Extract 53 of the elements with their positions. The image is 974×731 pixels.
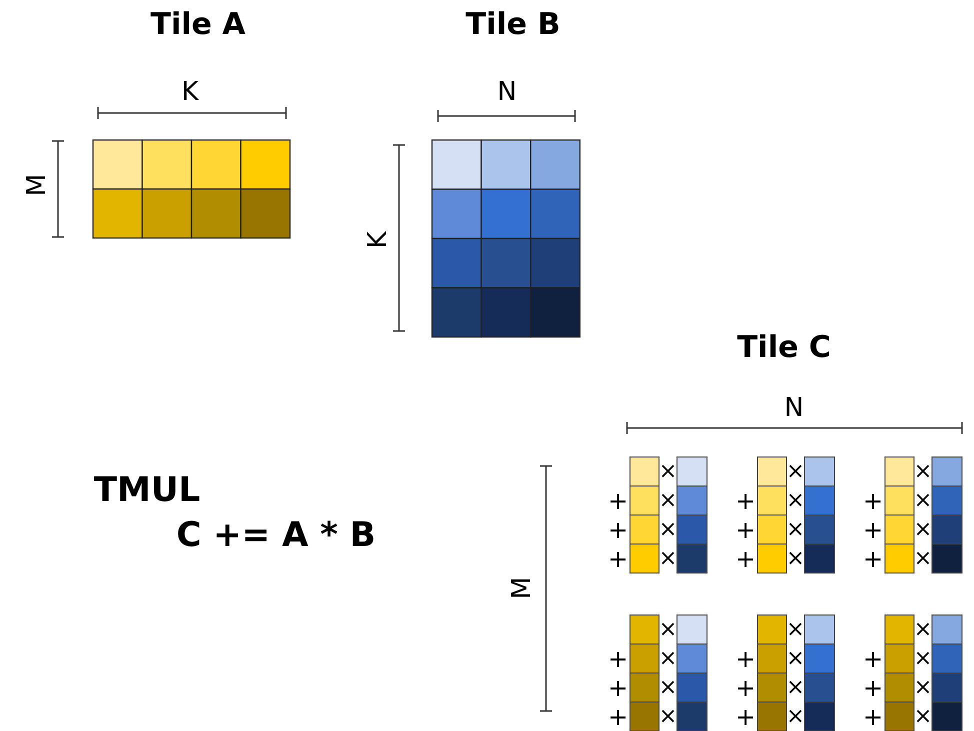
plus-sign: + bbox=[862, 676, 884, 700]
plus-sign: + bbox=[608, 488, 628, 512]
plus-sign: + bbox=[862, 518, 884, 542]
dimension-label: M bbox=[509, 576, 535, 600]
dimension-label: K bbox=[365, 231, 391, 249]
plus-sign: + bbox=[735, 704, 756, 728]
multiply-sign: × bbox=[786, 548, 805, 570]
multiply-sign: × bbox=[658, 676, 678, 698]
plus-sign: + bbox=[608, 676, 628, 700]
multiply-sign: × bbox=[914, 618, 932, 640]
plus-sign: + bbox=[862, 546, 884, 570]
plus-sign: + bbox=[735, 646, 756, 670]
multiply-sign: × bbox=[786, 618, 805, 640]
multiply-sign: × bbox=[914, 648, 932, 670]
multiply-sign: × bbox=[914, 518, 932, 540]
multiply-sign: × bbox=[786, 648, 805, 670]
dimension-label: M bbox=[24, 174, 50, 196]
multiply-sign: × bbox=[658, 706, 678, 728]
dimension-label: K bbox=[181, 79, 199, 105]
plus-sign: + bbox=[862, 704, 884, 728]
multiply-sign: × bbox=[914, 706, 932, 728]
plus-sign: + bbox=[862, 488, 884, 512]
multiply-sign: × bbox=[914, 460, 932, 482]
plus-sign: + bbox=[735, 546, 756, 570]
multiply-sign: × bbox=[914, 676, 932, 698]
plus-sign: + bbox=[862, 646, 884, 670]
multiply-sign: × bbox=[786, 460, 805, 482]
multiply-sign: × bbox=[658, 548, 678, 570]
tile-title: Tile A bbox=[150, 10, 246, 40]
dimension-label: N bbox=[784, 395, 804, 421]
tile-title: Tile B bbox=[466, 10, 560, 40]
plus-sign: + bbox=[608, 704, 628, 728]
multiply-sign: × bbox=[786, 706, 805, 728]
multiply-sign: × bbox=[658, 518, 678, 540]
multiply-sign: × bbox=[658, 490, 678, 512]
plus-sign: + bbox=[608, 518, 628, 542]
multiply-sign: × bbox=[658, 460, 678, 482]
multiply-sign: × bbox=[914, 548, 932, 570]
plus-sign: + bbox=[735, 488, 756, 512]
multiply-sign: × bbox=[786, 518, 805, 540]
plus-sign: + bbox=[608, 646, 628, 670]
multiply-sign: × bbox=[786, 490, 805, 512]
dimension-label: N bbox=[497, 79, 517, 105]
plus-sign: + bbox=[735, 676, 756, 700]
multiply-sign: × bbox=[658, 618, 678, 640]
plus-sign: + bbox=[735, 518, 756, 542]
formula: C += A * B bbox=[176, 518, 376, 552]
operation-name: TMUL bbox=[94, 473, 200, 507]
multiply-sign: × bbox=[658, 648, 678, 670]
multiply-sign: × bbox=[786, 676, 805, 698]
tile-title: Tile C bbox=[737, 333, 831, 363]
plus-sign: + bbox=[608, 546, 628, 570]
multiply-sign: × bbox=[914, 490, 932, 512]
